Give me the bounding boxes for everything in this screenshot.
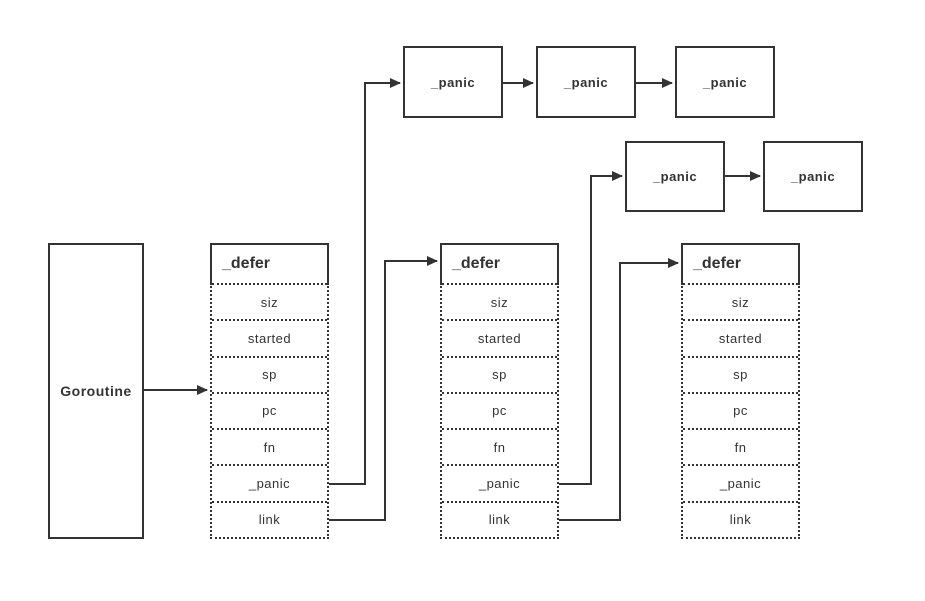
panic-label: _panic: [790, 169, 836, 184]
defer-field-pc: pc: [683, 391, 798, 428]
defer-field-panic: _panic: [442, 464, 557, 500]
defer-struct-3: _defer siz started sp pc fn _panic link: [681, 243, 800, 539]
defer-field-started: started: [212, 319, 327, 355]
arrow-defer2-panic-to-panic-mid-1: [559, 171, 623, 485]
panic-label: _panic: [652, 169, 698, 184]
defer-title: _defer: [210, 243, 329, 283]
defer-field-sp: sp: [683, 355, 798, 392]
arrow-defer2-link-to-defer3: [559, 258, 679, 521]
defer-field-fn: fn: [442, 428, 557, 464]
defer-field-sp: sp: [212, 355, 327, 392]
defer-fields: siz started sp pc fn _panic link: [440, 283, 559, 539]
defer-title: _defer: [440, 243, 559, 283]
arrow-defer1-link-to-defer2: [329, 256, 438, 521]
panic-box-top-1: _panic: [403, 46, 503, 118]
defer-field-panic: _panic: [212, 464, 327, 500]
panic-label: _panic: [430, 74, 476, 90]
defer-field-pc: pc: [442, 391, 557, 428]
defer-struct-2: _defer siz started sp pc fn _panic link: [440, 243, 559, 539]
defer-field-siz: siz: [212, 283, 327, 319]
defer-fields: siz started sp pc fn _panic link: [210, 283, 329, 539]
defer-field-link: link: [212, 500, 327, 537]
defer-title: _defer: [681, 243, 800, 283]
panic-box-mid-1: _panic: [625, 141, 725, 212]
panic-label: _panic: [702, 74, 748, 90]
defer-field-fn: fn: [683, 428, 798, 464]
defer-field-link: link: [683, 500, 798, 537]
defer-field-fn: fn: [212, 428, 327, 464]
defer-field-siz: siz: [442, 283, 557, 319]
panic-box-mid-2: _panic: [763, 141, 863, 212]
arrow-defer1-panic-to-panic-top-1: [329, 78, 401, 485]
defer-field-link: link: [442, 500, 557, 537]
goroutine-label: Goroutine: [60, 383, 132, 399]
defer-field-pc: pc: [212, 391, 327, 428]
defer-field-sp: sp: [442, 355, 557, 392]
panic-label: _panic: [563, 74, 609, 90]
goroutine-box: Goroutine: [48, 243, 144, 539]
panic-box-top-2: _panic: [536, 46, 636, 118]
defer-field-started: started: [442, 319, 557, 355]
defer-field-started: started: [683, 319, 798, 355]
defer-struct-1: _defer siz started sp pc fn _panic link: [210, 243, 329, 539]
defer-fields: siz started sp pc fn _panic link: [681, 283, 800, 539]
panic-box-top-3: _panic: [675, 46, 775, 118]
defer-field-siz: siz: [683, 283, 798, 319]
defer-field-panic: _panic: [683, 464, 798, 500]
